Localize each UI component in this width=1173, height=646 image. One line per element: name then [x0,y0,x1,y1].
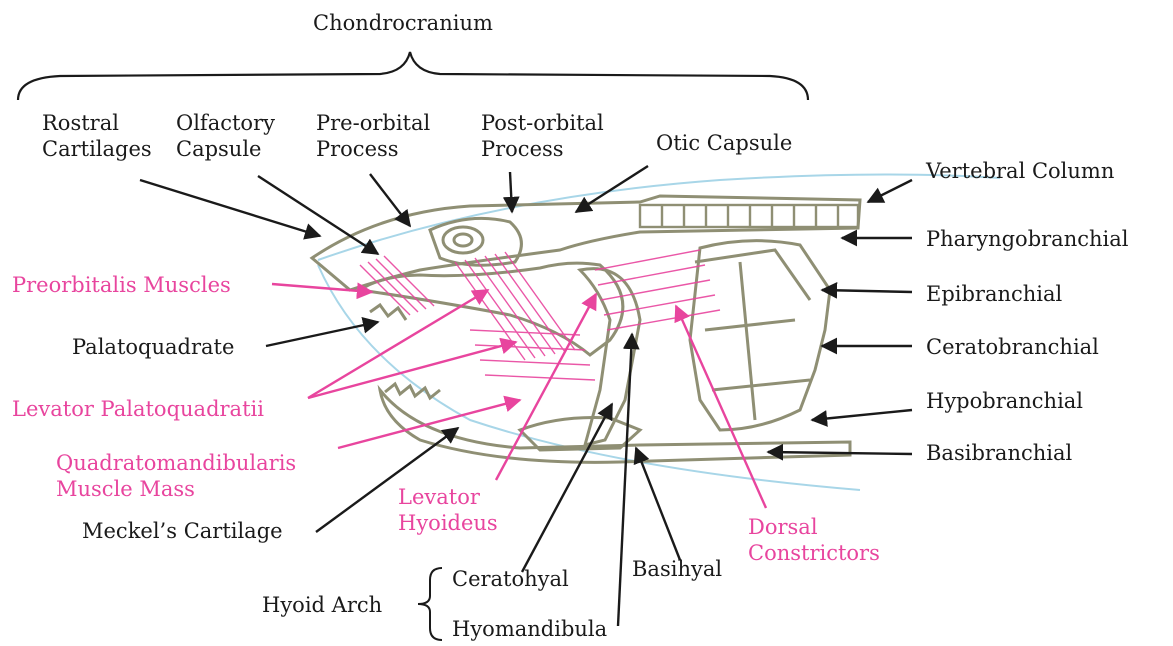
label-levator-hyoideus: Levator Hyoideus [398,484,498,536]
arrow-olfactory [258,176,378,254]
label-pre-orbital-process: Pre-orbital Process [316,110,430,162]
label-vertebral-column: Vertebral Column [926,158,1114,184]
label-epibranchial: Epibranchial [926,281,1062,307]
arrow-basibranchial [768,452,912,454]
arrow-hyomandibula [618,334,632,626]
hyoid-arch-brace [418,568,442,640]
arrow-preorbital [370,174,410,226]
label-pharyngobranchial: Pharyngobranchial [926,226,1128,252]
label-dorsal-constrictors: Dorsal Constrictors [748,514,880,566]
arrow-epibranchial [822,290,912,292]
arrow-hypobranchial [812,410,912,420]
label-ceratohyal: Ceratohyal [452,566,569,592]
label-hypobranchial: Hypobranchial [926,388,1083,414]
arrow-vertebral [868,180,912,202]
label-levator-palatoquadratii: Levator Palatoquadratii [12,396,264,422]
label-basibranchial: Basibranchial [926,440,1072,466]
arrow-ceratohyal [522,404,612,572]
label-post-orbital-process: Post-orbital Process [481,110,604,162]
arrow-quadratomandibularis [338,400,520,448]
label-palatoquadrate: Palatoquadrate [72,334,234,360]
arrow-rostral [140,180,320,236]
label-olfactory-capsule: Olfactory Capsule [176,110,275,162]
label-preorbitalis-muscles: Preorbitalis Muscles [12,272,231,298]
label-hyoid-arch: Hyoid Arch [262,592,382,618]
branchial-arches [690,241,830,430]
label-basihyal: Basihyal [632,556,722,582]
arrow-otic [576,166,648,212]
label-meckels-cartilage: Meckel’s Cartilage [82,518,283,544]
chondrocranium-brace [18,52,808,100]
label-rostral-cartilages: Rostral Cartilages [42,110,152,162]
label-ceratobranchial: Ceratobranchial [926,334,1099,360]
label-quadratomandibularis: Quadratomandibularis Muscle Mass [56,450,296,502]
arrow-levator-hyoideus [496,294,596,480]
vertebral-segments [640,205,858,227]
label-otic-capsule: Otic Capsule [656,130,792,156]
title-chondrocranium: Chondrocranium [313,10,493,36]
label-hyomandibula: Hyomandibula [452,616,607,642]
